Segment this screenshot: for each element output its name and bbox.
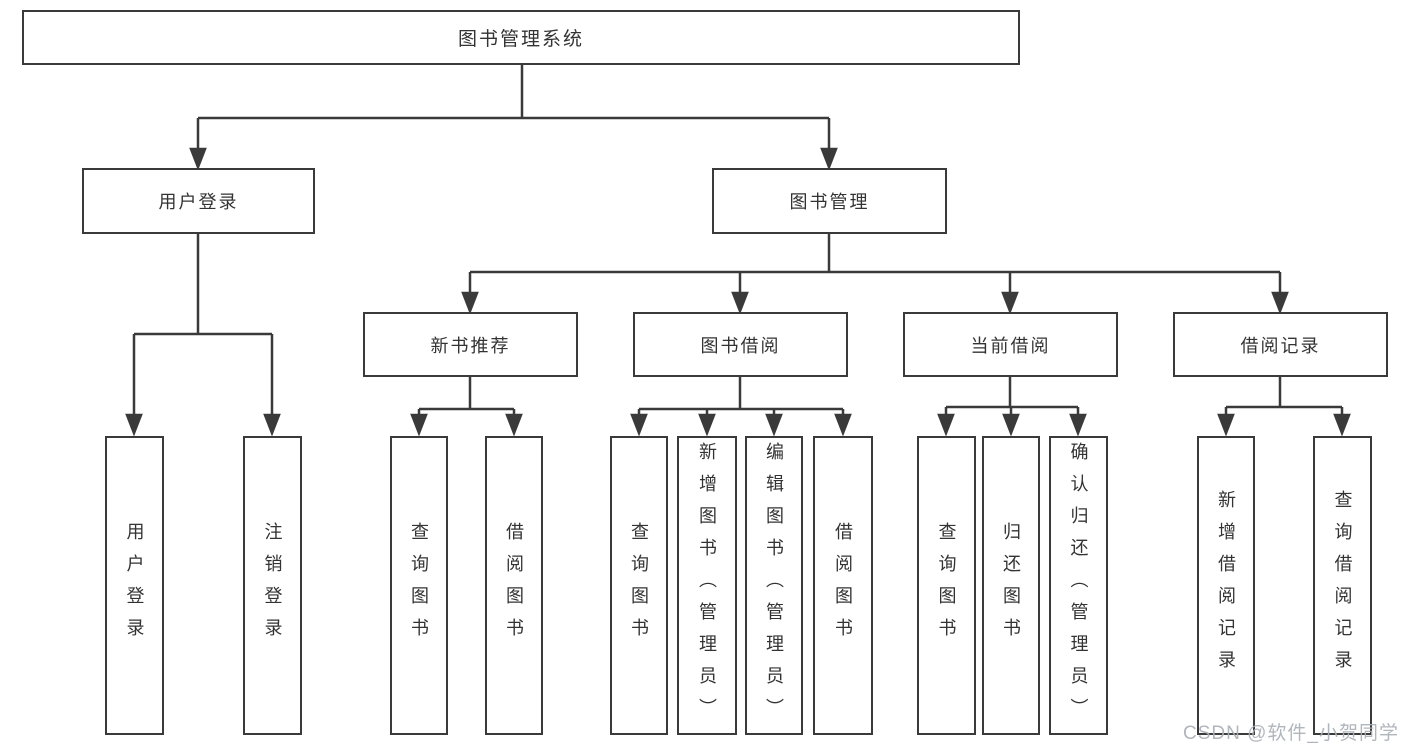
leaf-add-borrow-record: 新增借阅记录 <box>1197 436 1255 735</box>
connector-bookborrow-to-leaves <box>630 377 852 437</box>
leaf-borrow-books-1: 借阅图书 <box>485 436 543 735</box>
connector-root-to-level2 <box>189 65 838 171</box>
leaf-logout: 注销登录 <box>243 436 302 735</box>
leaf-edit-books-admin: 编辑图书（管理员） <box>745 436 803 735</box>
node-borrow-records: 借阅记录 <box>1173 312 1388 377</box>
leaf-add-books-admin: 新增图书（管理员） <box>677 436 737 735</box>
leaf-query-books-2: 查询图书 <box>610 436 668 735</box>
node-book-management: 图书管理 <box>712 168 947 234</box>
connector-userlogin-to-leaves <box>125 234 281 437</box>
connector-currentborrow-to-leaves <box>937 377 1087 437</box>
leaf-query-books-3: 查询图书 <box>917 436 976 735</box>
csdn-watermark: CSDN @软件_小贺同学 <box>1183 723 1399 744</box>
node-root-system: 图书管理系统 <box>22 10 1020 65</box>
node-user-login: 用户登录 <box>82 168 315 234</box>
leaf-return-books: 归还图书 <box>982 436 1040 735</box>
node-new-book-recommend: 新书推荐 <box>363 312 578 377</box>
leaf-borrow-books-2: 借阅图书 <box>813 436 873 735</box>
node-book-borrow: 图书借阅 <box>633 312 848 377</box>
leaf-query-borrow-record: 查询借阅记录 <box>1313 436 1372 735</box>
node-current-borrow: 当前借阅 <box>903 312 1118 377</box>
connector-newbookrec-to-leaves <box>410 377 523 437</box>
leaf-confirm-return-admin: 确认归还（管理员） <box>1049 436 1108 735</box>
leaf-query-books-1: 查询图书 <box>390 436 448 735</box>
connector-bookmgmt-to-level3 <box>461 234 1289 315</box>
leaf-user-login: 用户登录 <box>105 436 164 735</box>
connector-borrowrecord-to-leaves <box>1217 377 1351 437</box>
